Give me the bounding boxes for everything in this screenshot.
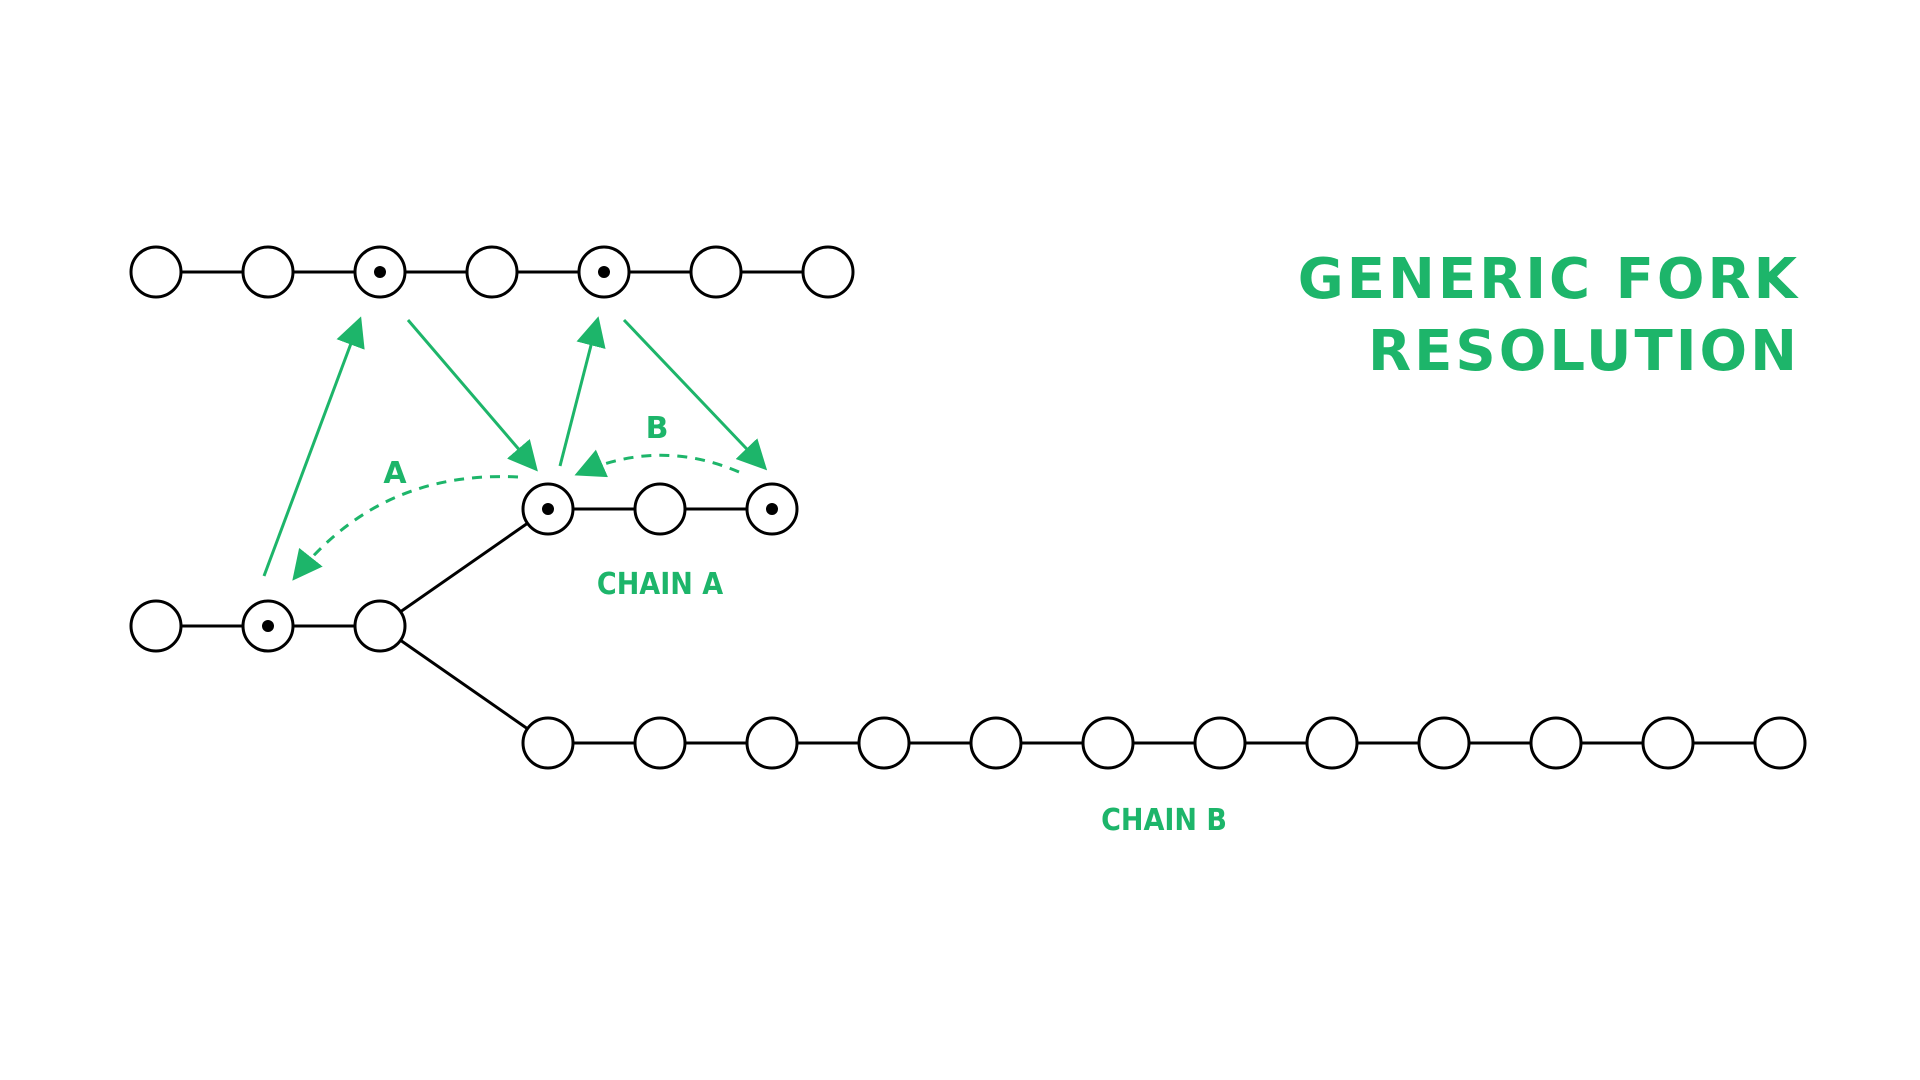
chain-b-label: CHAIN B — [1101, 803, 1227, 838]
top-chain — [129, 245, 855, 299]
chain-b-node-2 — [633, 716, 687, 770]
chain-b-node-11 — [1641, 716, 1695, 770]
chain-a-node-2 — [633, 482, 687, 536]
chain-b-node-1 — [521, 716, 575, 770]
switch-label-a: A — [383, 456, 407, 491]
chain-b — [521, 716, 1807, 770]
base-chain — [129, 599, 407, 653]
chain-a-node-3-marker — [766, 503, 778, 515]
base-chain-node-2-marker — [262, 620, 274, 632]
chain-a — [521, 482, 799, 536]
top-chain-node-7 — [801, 245, 855, 299]
base-chain-node-3 — [353, 599, 407, 653]
chain-a-node-1-marker — [542, 503, 554, 515]
chain-b-node-6 — [1081, 716, 1135, 770]
top-chain-node-6 — [689, 245, 743, 299]
chain-b-node-4 — [857, 716, 911, 770]
top-chain-node-4 — [465, 245, 519, 299]
title-line-2: RESOLUTION — [1368, 319, 1800, 384]
chain-b-node-5 — [969, 716, 1023, 770]
top-chain-node-3-marker — [374, 266, 386, 278]
top-chain-node-1 — [129, 245, 183, 299]
dashed-arrow-b — [574, 449, 740, 478]
dashed-arrow-a — [292, 475, 519, 581]
arrow-chain-a-to-top — [558, 316, 606, 467]
chain-b-node-8 — [1305, 716, 1359, 770]
title-line-1: GENERIC FORK — [1298, 247, 1800, 312]
arrow-top-to-chain-a-tip — [622, 318, 768, 471]
arrow-base-to-top — [262, 316, 365, 577]
chain-b-node-10 — [1529, 716, 1583, 770]
chain-b-node-9 — [1417, 716, 1471, 770]
top-chain-node-2 — [241, 245, 295, 299]
chain-b-node-3 — [745, 716, 799, 770]
chain-b-node-12 — [1753, 716, 1807, 770]
top-chain-node-5-marker — [598, 266, 610, 278]
switch-label-b: B — [646, 411, 669, 446]
fork-link-to-chain-a — [379, 507, 549, 628]
arrow-top-to-chain-a — [406, 319, 538, 472]
base-chain-node-1 — [129, 599, 183, 653]
chain-b-node-7 — [1193, 716, 1247, 770]
fork-link-to-chain-b — [379, 624, 549, 745]
chain-a-label: CHAIN A — [597, 567, 723, 602]
